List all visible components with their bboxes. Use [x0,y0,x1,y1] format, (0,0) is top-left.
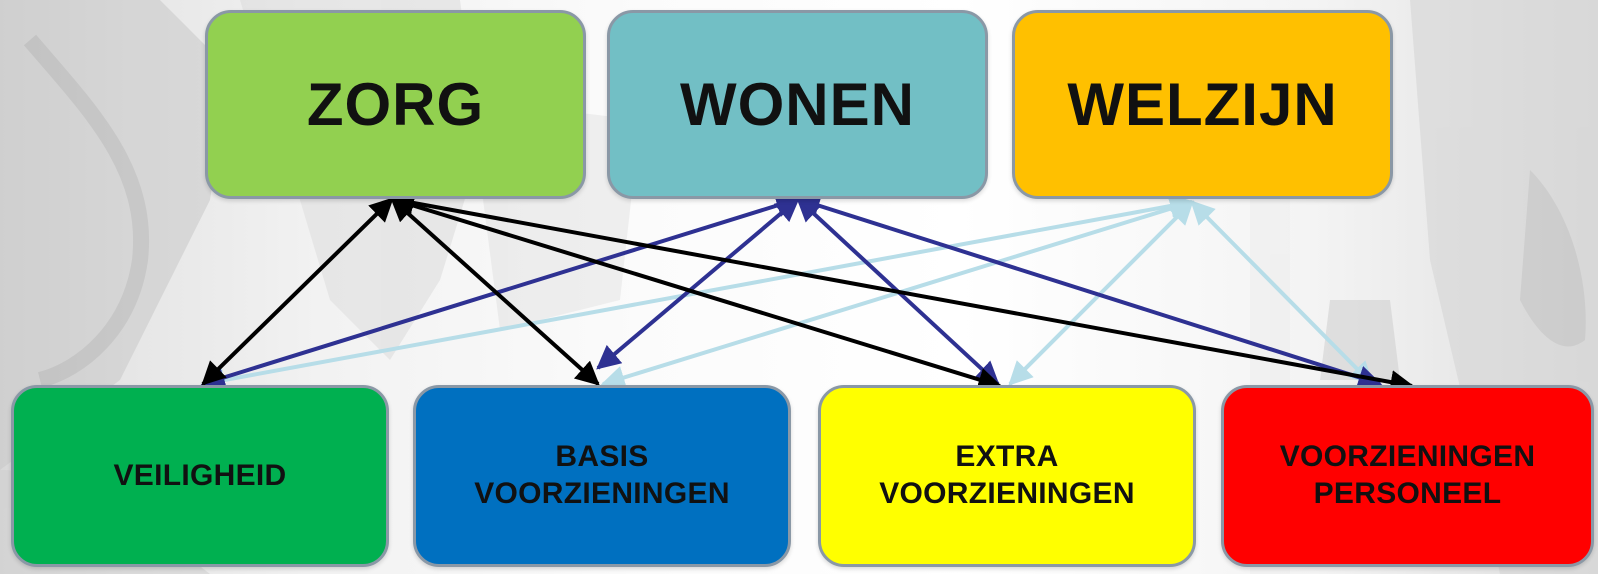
category-box-zorg: ZORG [205,10,586,199]
requirement-box-voorzieningen-personeel: VOORZIENINGEN PERSONEEL [1221,385,1594,567]
requirement-box-basis-voorzieningen: BASIS VOORZIENINGEN [413,385,791,567]
requirement-label-basis-line2: VOORZIENINGEN [474,477,730,510]
requirement-label-extra-line2: VOORZIENINGEN [879,477,1135,510]
requirement-label-extra-line1: EXTRA [955,440,1059,474]
requirement-box-extra-voorzieningen: EXTRA VOORZIENINGEN [818,385,1196,567]
requirement-label-veiligheid: VEILIGHEID [113,458,287,492]
requirement-label-personeel-line2: PERSONEEL [1313,477,1502,510]
category-label-wonen: WONEN [680,70,915,138]
category-label-zorg: ZORG [306,70,485,138]
category-box-welzijn: WELZIJN [1012,10,1393,199]
requirement-box-veiligheid: VEILIGHEID [11,385,389,567]
category-box-wonen: WONEN [607,10,988,199]
category-label-welzijn: WELZIJN [1067,70,1338,138]
requirement-label-basis-line1: BASIS [555,440,649,474]
requirement-label-personeel-line1: VOORZIENINGEN [1279,440,1536,474]
